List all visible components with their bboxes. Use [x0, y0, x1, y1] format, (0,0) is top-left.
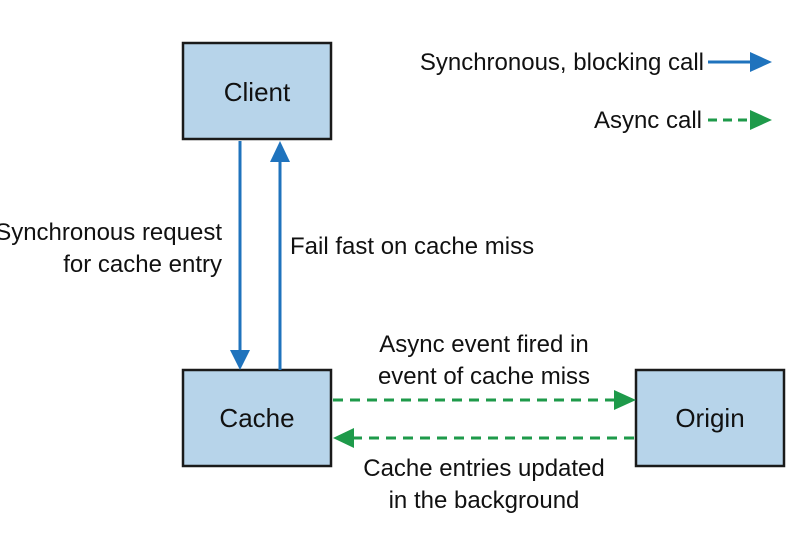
- origin-label: Origin: [675, 403, 744, 433]
- edge-cache-update: Cache entries updated in the background: [333, 428, 634, 514]
- async-event-label-line-1: Async event fired in: [379, 331, 588, 358]
- cache-update-label-line-1: Cache entries updated: [363, 455, 605, 482]
- async-event-arrowhead: [614, 390, 636, 410]
- async-event-label-line-2: event of cache miss: [378, 363, 590, 390]
- node-origin: Origin: [634, 368, 786, 468]
- client-box: [181, 41, 333, 141]
- legend: Synchronous, blocking call Async call: [420, 49, 772, 134]
- edge-fail-fast: Fail fast on cache miss: [270, 141, 534, 370]
- cache-update-label-line-2: in the background: [389, 487, 580, 514]
- legend-async-arrowhead: [750, 110, 772, 130]
- cache-label: Cache: [219, 403, 294, 433]
- cache-update-arrowhead: [333, 428, 354, 448]
- client-label: Client: [224, 77, 291, 107]
- cache-box: [181, 368, 333, 468]
- sync-request-label-line-2: for cache entry: [63, 251, 222, 278]
- legend-sync-label: Synchronous, blocking call: [420, 49, 704, 76]
- legend-sync-arrowhead: [750, 52, 772, 72]
- node-client: Client: [181, 41, 333, 141]
- legend-async-label: Async call: [594, 107, 702, 134]
- origin-box: [634, 368, 786, 468]
- fail-fast-arrowhead: [270, 141, 290, 162]
- edge-sync-request: Synchronous request for cache entry: [0, 141, 250, 370]
- edge-async-event: Async event fired in event of cache miss: [333, 331, 636, 410]
- sync-request-arrowhead: [230, 350, 250, 370]
- fail-fast-label: Fail fast on cache miss: [290, 233, 534, 260]
- sync-request-label-line-1: Synchronous request: [0, 219, 222, 246]
- node-cache: Cache: [181, 368, 333, 468]
